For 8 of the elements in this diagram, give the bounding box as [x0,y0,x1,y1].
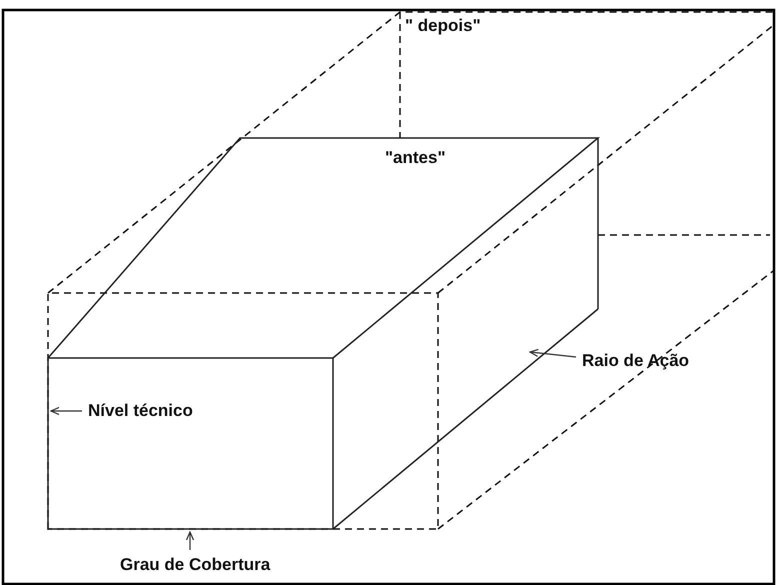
dimension-label: Grau de Cobertura [120,555,270,575]
dimension-label: Nível técnico [88,401,193,421]
leader-line [50,406,82,416]
face-label: " depois" [405,16,481,36]
leader-line [186,531,194,550]
leader-line [529,348,576,358]
face-label: "antes" [385,148,446,168]
dimension-label: Raio de Ação [582,351,690,371]
